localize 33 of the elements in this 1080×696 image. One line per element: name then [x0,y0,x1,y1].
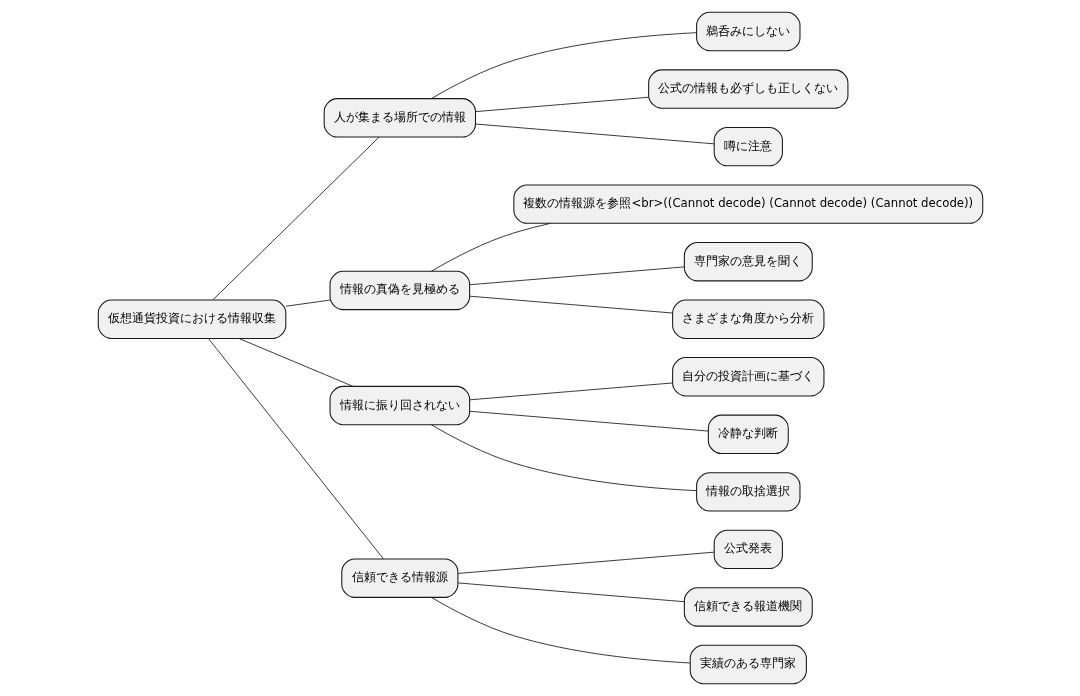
node-box: 専門家の意見を聞く [683,241,813,282]
connector [468,266,685,286]
node-box: 仮想通貨投資における情報収集 [97,299,286,339]
node-box: 実績のある専門家 [689,644,807,685]
connector [430,222,551,272]
connector [468,382,673,401]
node-box: 公式発表 [713,529,783,570]
node-box: 自分の投資計画に基づく [671,357,824,397]
node-box: 情報に振り回されない [329,385,470,426]
connector [211,136,380,301]
connector [474,123,714,145]
connector [430,32,697,100]
connector [238,338,353,387]
node-box: 信頼できる報道機関 [683,587,813,627]
connector [430,424,697,492]
connector [285,299,330,307]
node-box: さまざまな角度から分析 [671,299,824,339]
node-box: 鵜呑みにしない [695,11,800,52]
connector [474,96,649,113]
connector [468,295,673,314]
node-box: 人が集まる場所での情報 [323,98,476,138]
connector [430,596,690,664]
connector [207,338,384,560]
node-box: 複数の情報源を参照<br>((Cannot decode) (Cannot decode) (Cannot decode)) [512,184,983,224]
node-box: 公式の情報も必ずしも正しくない [647,69,848,109]
connector [468,410,709,432]
node-box: 信頼できる情報源 [340,558,458,598]
node-box: 冷静な判断 [707,414,789,455]
node-box: 情報の取捨選択 [695,472,800,512]
connector [457,582,684,603]
node-box: 情報の真偽を見極める [329,270,470,311]
node-box: 噂に注意 [713,126,783,167]
connector [457,551,714,574]
